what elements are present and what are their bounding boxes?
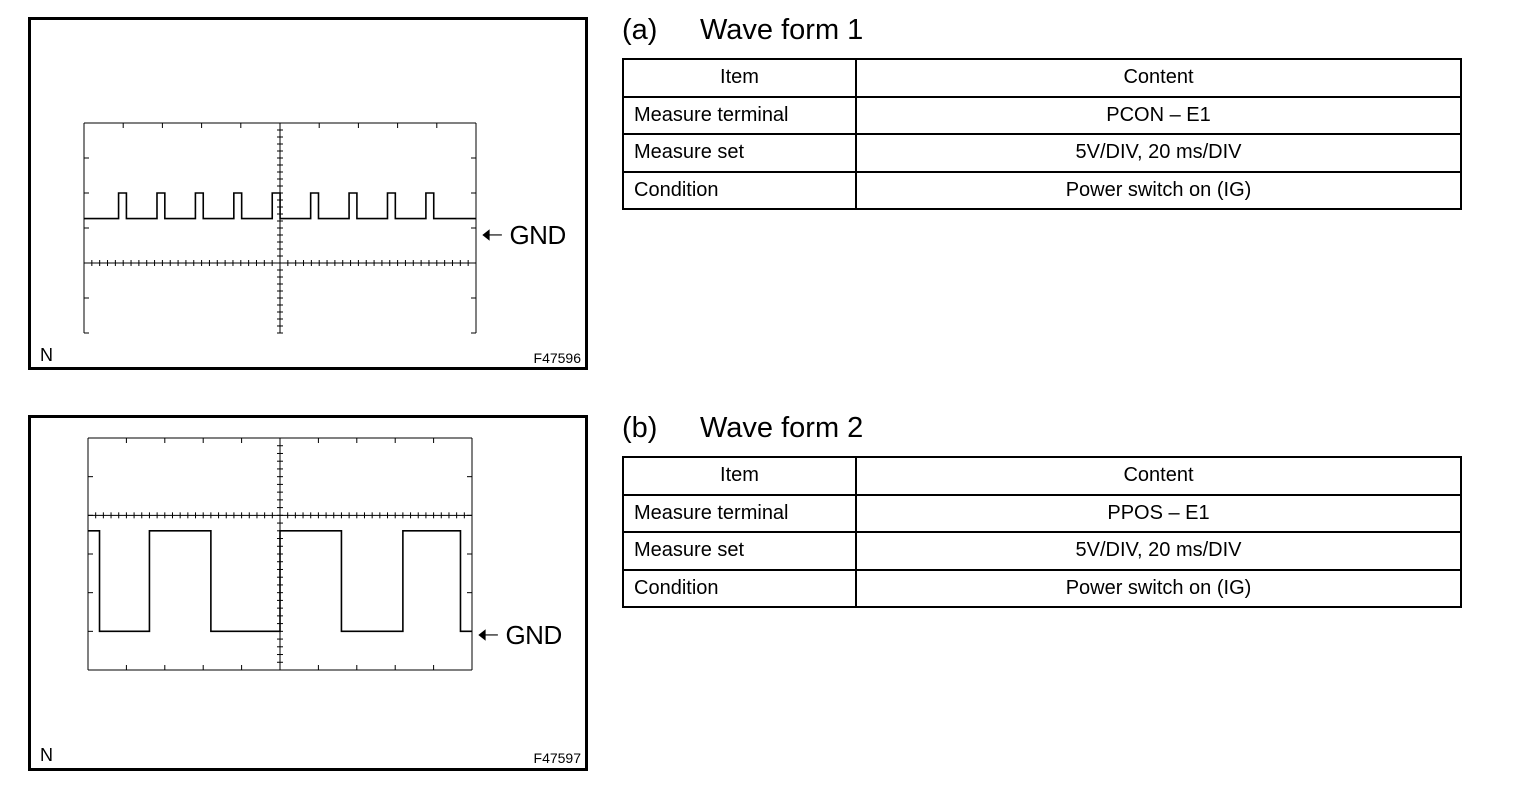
waveform-trace	[84, 192, 476, 220]
figure-code-2: F47597	[533, 750, 581, 766]
table-row: Measure set 5V/DIV, 20 ms/DIV	[622, 133, 1462, 173]
row-item: Measure terminal	[622, 95, 857, 135]
header-item: Item	[622, 58, 857, 98]
heading-2: (b) Wave form 2	[622, 412, 863, 444]
row-item: Measure set	[622, 133, 857, 173]
heading-title-2: Wave form 2	[700, 412, 864, 444]
gnd-arrow-icon: 🠠	[477, 620, 499, 650]
row-item: Condition	[622, 170, 857, 210]
row-content: PPOS – E1	[855, 493, 1462, 533]
row-content: PCON – E1	[855, 95, 1462, 135]
heading-tag-2: (b)	[622, 412, 658, 444]
header-item: Item	[622, 456, 857, 496]
table-header-row: Item Content	[622, 456, 1462, 496]
panel-tag-2: N	[40, 745, 53, 765]
figure-code-1: F47596	[533, 350, 581, 366]
row-item: Condition	[622, 568, 857, 608]
table-row: Measure set 5V/DIV, 20 ms/DIV	[622, 531, 1462, 571]
table-row: Measure terminal PCON – E1	[622, 95, 1462, 135]
spec-table-2: Item Content Measure terminal PPOS – E1 …	[622, 456, 1462, 608]
waveform-panel-2: 🠠 GND N F47597	[28, 415, 588, 771]
row-content: Power switch on (IG)	[855, 170, 1462, 210]
oscilloscope-waveform-2	[87, 437, 473, 671]
row-item: Measure set	[622, 531, 857, 571]
waveform-panel-1: 🠠 GND N F47596	[28, 17, 588, 370]
table-row: Measure terminal PPOS – E1	[622, 493, 1462, 533]
gnd-label-1: 🠠 GND	[481, 220, 566, 250]
row-item: Measure terminal	[622, 493, 857, 533]
row-content: 5V/DIV, 20 ms/DIV	[855, 531, 1462, 571]
table-header-row: Item Content	[622, 58, 1462, 98]
spec-table-1: Item Content Measure terminal PCON – E1 …	[622, 58, 1462, 210]
row-content: 5V/DIV, 20 ms/DIV	[855, 133, 1462, 173]
header-content: Content	[855, 58, 1462, 98]
heading-title-1: Wave form 1	[700, 14, 864, 46]
waveform-trace	[88, 530, 472, 633]
gnd-arrow-icon: 🠠	[481, 220, 503, 250]
table-row: Condition Power switch on (IG)	[622, 568, 1462, 608]
heading-tag-1: (a)	[622, 14, 658, 46]
header-content: Content	[855, 456, 1462, 496]
panel-tag-1: N	[40, 345, 53, 365]
row-content: Power switch on (IG)	[855, 568, 1462, 608]
table-row: Condition Power switch on (IG)	[622, 170, 1462, 210]
oscilloscope-waveform-1	[83, 122, 477, 334]
gnd-label-2: 🠠 GND	[477, 620, 562, 650]
heading-1: (a) Wave form 1	[622, 14, 863, 46]
